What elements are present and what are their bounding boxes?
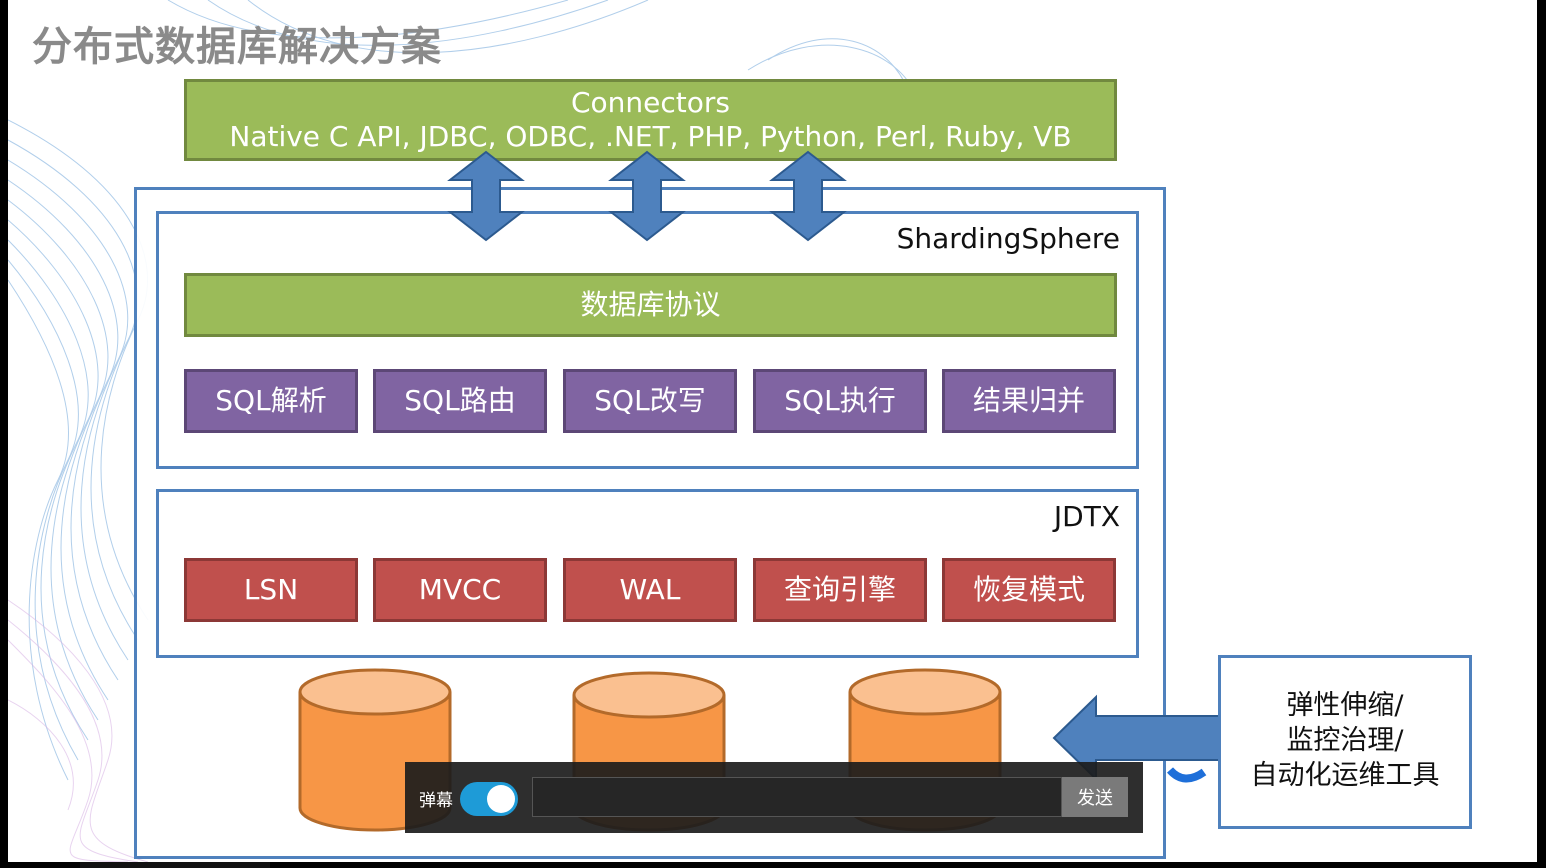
toggle-knob: [487, 785, 515, 813]
send-button[interactable]: 发送: [1062, 777, 1128, 817]
module-query-engine: 查询引擎: [753, 558, 927, 622]
ops-line-1: 弹性伸缩/: [1286, 690, 1404, 721]
ops-tools-box: 弹性伸缩/ 监控治理/ 自动化运维工具: [1218, 655, 1472, 829]
jdtx-label: JDTX: [1053, 500, 1120, 533]
module-sql-route: SQL路由: [373, 369, 547, 433]
module-recovery-mode: 恢复模式: [942, 558, 1116, 622]
module-wal: WAL: [563, 558, 737, 622]
slide: 分布式数据库解决方案 ShardingSphere JDTX Connector…: [8, 0, 1537, 862]
connectors-box: Connectors Native C API, JDBC, ODBC, .NE…: [184, 79, 1117, 161]
module-sql-execute: SQL执行: [753, 369, 927, 433]
module-mvcc: MVCC: [373, 558, 547, 622]
module-result-merge: 结果归并: [942, 369, 1116, 433]
slide-title: 分布式数据库解决方案: [32, 24, 442, 70]
connectors-list: Native C API, JDBC, ODBC, .NET, PHP, Pyt…: [229, 120, 1072, 153]
database-protocol-box: 数据库协议: [184, 273, 1117, 337]
progress-segment: [80, 862, 270, 868]
danmaku-toggle[interactable]: [460, 782, 518, 816]
bottom-progress-strip: [0, 862, 1546, 868]
danmaku-bar: 弹幕 发送: [405, 762, 1143, 833]
sharding-sphere-label: ShardingSphere: [896, 222, 1120, 255]
danmaku-label: 弹幕: [419, 791, 453, 811]
connectors-title: Connectors: [570, 86, 730, 119]
ops-line-2: 监控治理/: [1286, 725, 1404, 756]
ops-line-3: 自动化运维工具: [1250, 760, 1440, 791]
danmaku-input[interactable]: [532, 777, 1062, 817]
module-lsn: LSN: [184, 558, 358, 622]
module-sql-rewrite: SQL改写: [563, 369, 737, 433]
module-sql-parse: SQL解析: [184, 369, 358, 433]
